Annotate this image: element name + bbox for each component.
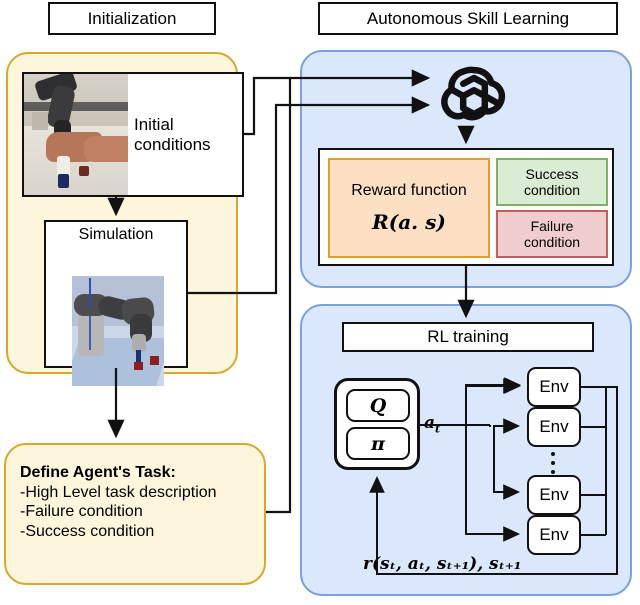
env-label-1: Env bbox=[539, 417, 569, 436]
env-label-2: Env bbox=[539, 485, 569, 504]
policy-label: π bbox=[371, 432, 385, 455]
failure-condition-box: Failure condition bbox=[496, 210, 608, 258]
env-box-0: Env bbox=[527, 367, 581, 407]
initial-conditions-line2: conditions bbox=[134, 134, 211, 154]
reward-container: Reward function R(a. s) Success conditio… bbox=[318, 148, 614, 266]
title-initialization-label: Initialization bbox=[87, 8, 177, 28]
reward-function-formula: R(a. s) bbox=[372, 210, 446, 234]
action-symbol: a bbox=[424, 413, 436, 433]
task-item-2: -Success condition bbox=[20, 522, 155, 540]
q-function-box: Q bbox=[346, 389, 410, 422]
success-condition-line1: Success bbox=[525, 166, 579, 182]
failure-condition-line2: condition bbox=[523, 234, 581, 250]
title-autonomous-skill-learning: Autonomous Skill Learning bbox=[318, 2, 618, 35]
define-task-heading: Define Agent's Task: bbox=[20, 464, 176, 481]
env-box-1: Env bbox=[527, 407, 581, 447]
feedback-label-text: r(sₜ, aₜ, sₜ₊₁), sₜ₊₁ bbox=[363, 554, 522, 574]
rl-training-box: RL training bbox=[342, 322, 594, 352]
env-label-3: Env bbox=[539, 525, 569, 544]
agent-box: Q π bbox=[334, 378, 420, 470]
success-condition-box: Success condition bbox=[496, 158, 608, 206]
task-item-0: -High Level task description bbox=[20, 483, 217, 501]
simulation-render bbox=[72, 276, 164, 386]
success-condition-line2: condition bbox=[523, 182, 581, 198]
reward-function-label: Reward function bbox=[351, 182, 467, 199]
failure-condition-line1: Failure bbox=[530, 218, 574, 234]
action-subscript: t bbox=[435, 422, 441, 436]
define-task-text: Define Agent's Task: -High Level task de… bbox=[20, 463, 260, 541]
title-initialization: Initialization bbox=[48, 2, 216, 35]
define-task-panel: Define Agent's Task: -High Level task de… bbox=[4, 443, 266, 585]
task-item-1: -Failure condition bbox=[20, 503, 143, 521]
initial-conditions-text: Initial conditions bbox=[128, 74, 242, 195]
initial-conditions-line1: Initial bbox=[134, 114, 174, 134]
reward-function-box: Reward function R(a. s) bbox=[328, 158, 490, 258]
q-function-label: Q bbox=[369, 394, 387, 417]
env-label-0: Env bbox=[539, 377, 569, 396]
feedback-label: r(sₜ, aₜ, sₜ₊₁), sₜ₊₁ bbox=[363, 554, 521, 574]
env-ellipsis-icon bbox=[551, 452, 555, 474]
title-autonomous-skill-learning-label: Autonomous Skill Learning bbox=[366, 8, 570, 28]
initial-conditions-box: Initial conditions bbox=[22, 72, 244, 197]
simulation-box: Simulation bbox=[44, 220, 188, 386]
initial-conditions-photo bbox=[24, 74, 128, 195]
openai-logo-icon bbox=[438, 60, 510, 132]
wire-task-to-llm bbox=[266, 78, 292, 514]
rl-training-label: RL training bbox=[427, 327, 509, 346]
env-box-2: Env bbox=[527, 475, 581, 515]
simulation-label: Simulation bbox=[78, 226, 154, 243]
action-label: at bbox=[424, 413, 440, 435]
env-box-3: Env bbox=[527, 515, 581, 555]
policy-box: π bbox=[346, 427, 410, 460]
